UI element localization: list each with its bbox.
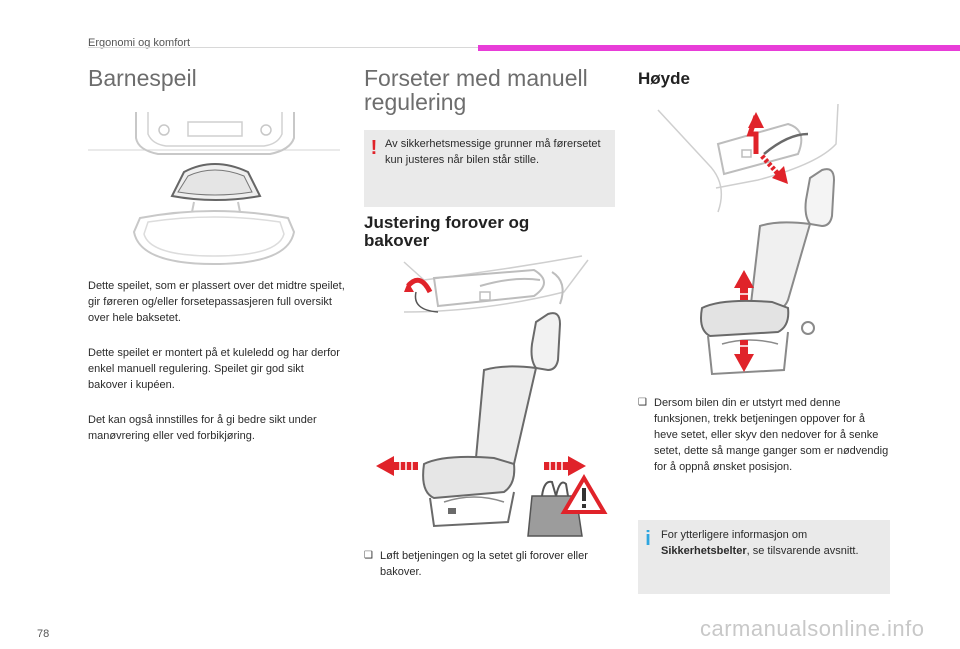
fore-aft-instruction: ❑ Løft betjeningen og la setet gli forov… [364,550,588,578]
mirror-paragraph-3: Det kan også innstilles for å gi bedre s… [88,414,317,442]
header-divider [88,47,478,48]
fore-aft-title-line-2: bakover [364,231,430,250]
square-bullet-icon: ❑ [638,397,647,408]
child-mirror-illustration [88,112,340,266]
height-instruction: ❑ Dersom bilen din er utstyrt med denne … [638,397,889,473]
mirror-paragraph-1: Dette speilet, som er plassert over det … [88,280,345,324]
front-seats-title-line-2: regulering [364,89,467,115]
watermark: carmanualsonline.info [700,616,925,641]
info-box [638,520,890,594]
exclamation-icon: ! [370,137,378,159]
page-number: 78 [37,628,50,640]
section-header: Ergonomi og komfort [88,37,191,49]
info-icon: i [645,528,651,550]
seat-height-illustration [657,104,839,376]
warning-box [364,130,615,207]
fore-aft-title-line-1: Justering forover og [364,213,530,232]
front-seats-title-line-1: Forseter med manuell [364,65,588,91]
info-text: For ytterligere informasjon om Sikkerhet… [661,529,859,557]
square-bullet-icon: ❑ [364,550,373,561]
mirror-paragraph-2: Dette speilet er montert på et kuleledd … [88,347,340,391]
warning-text: Av sikkerhetsmessige grunner må førerset… [385,138,601,166]
seat-fore-aft-illustration [376,255,608,537]
header-accent-bar [478,45,960,51]
height-title: Høyde [638,69,690,88]
mirror-title: Barnespeil [88,65,197,91]
seatbelts-reference: Sikkerhetsbelter [661,545,747,557]
